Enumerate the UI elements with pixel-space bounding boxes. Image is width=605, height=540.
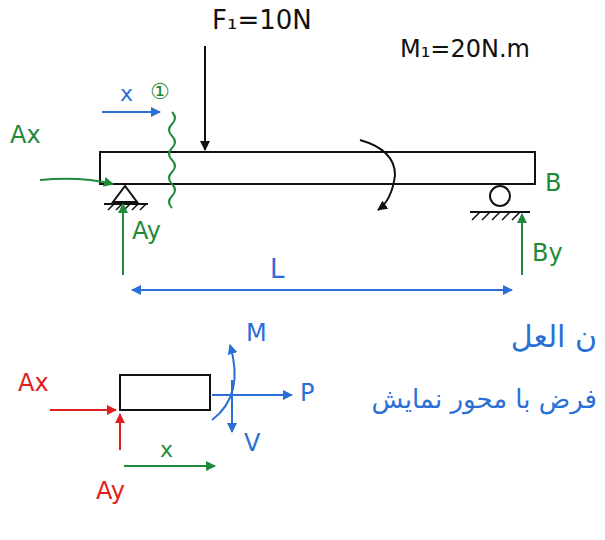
- note-text: ن العل: [511, 320, 597, 353]
- reaction-label: Ay: [96, 478, 125, 504]
- note-text: فرض با محور نمایش: [372, 385, 597, 414]
- reaction-label: Ax: [10, 122, 41, 148]
- force-label: F₁=10N: [212, 6, 312, 35]
- reaction-label: Ay: [132, 218, 161, 244]
- moment-label: M: [246, 320, 267, 346]
- force-label: P: [300, 380, 314, 406]
- moment-label: M₁=20N.m: [400, 36, 530, 62]
- reaction-label: By: [532, 240, 563, 266]
- coordinate-label: x: [120, 82, 133, 106]
- support-label: B: [545, 170, 561, 196]
- coordinate-label: x: [160, 438, 173, 462]
- reaction-label: Ax: [18, 370, 49, 396]
- section-number: ①: [150, 80, 170, 104]
- shear-label: V: [244, 430, 260, 456]
- dimension-label: L: [270, 255, 285, 284]
